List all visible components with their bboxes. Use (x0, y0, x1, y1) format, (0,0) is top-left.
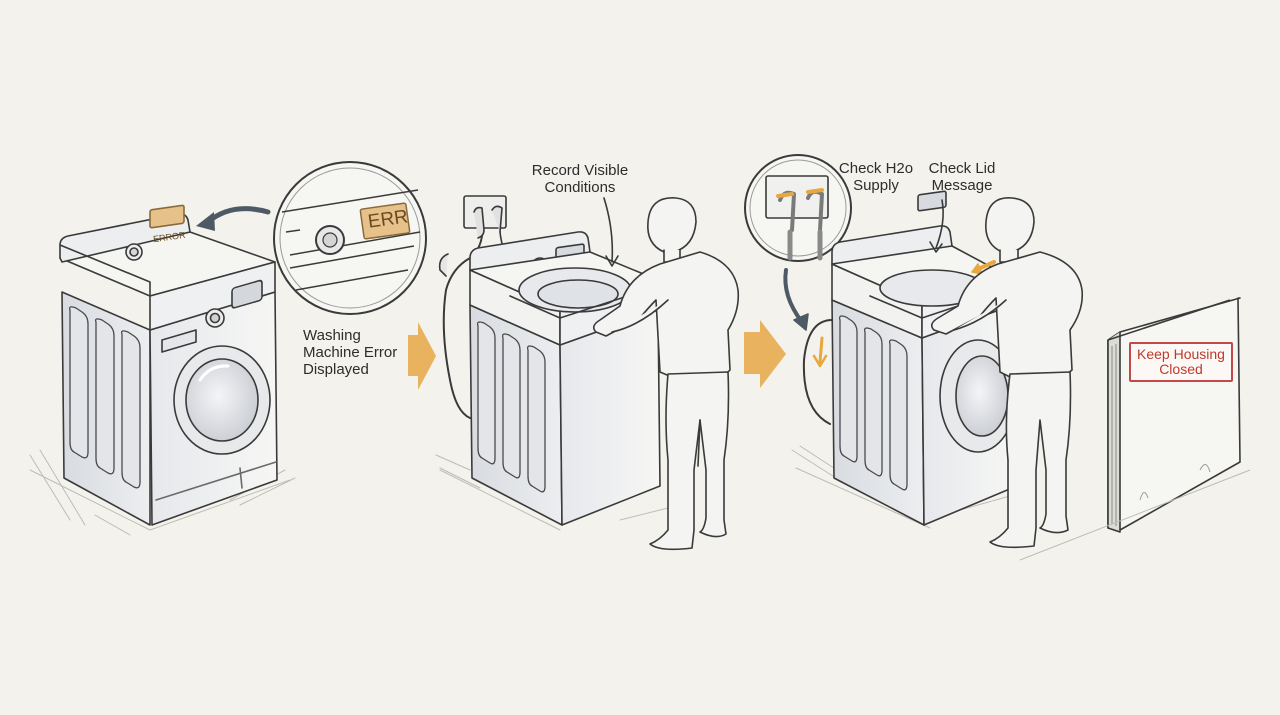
keep-housing-line-1: Keep Housing (1137, 346, 1225, 362)
magnifier-circle-icon (273, 161, 427, 315)
floor-shading (29, 449, 296, 536)
label-error-displayed: Washing Machine Error Displayed (303, 327, 398, 378)
keep-housing-line-2: Closed (1159, 361, 1203, 377)
person-inspecting (592, 197, 740, 551)
scene-error-machine (29, 204, 296, 536)
side-ribs (68, 306, 141, 489)
panel-display-small (149, 204, 185, 229)
right-arrow-icon (744, 320, 786, 388)
person-checking (930, 197, 1084, 549)
label-record-conditions: Record Visible Conditions (531, 162, 629, 196)
magnifier-circle-icon (744, 154, 852, 262)
hose-loop (802, 319, 833, 425)
wall-valve-plate (463, 195, 507, 229)
label-check-water: Check H2o Supply (838, 160, 914, 194)
pointer-arrow-icon (603, 197, 614, 263)
label-check-lid: Check Lid Message (928, 160, 996, 194)
curved-arrow-icon (196, 206, 271, 231)
scene-check-supply (744, 154, 1084, 549)
keep-housing-closed-sign: Keep Housing Closed (1129, 342, 1233, 382)
right-arrow-icon (408, 322, 436, 390)
door-glass (185, 358, 259, 442)
scene-record-conditions (435, 195, 740, 551)
top-loader-front (559, 309, 661, 526)
